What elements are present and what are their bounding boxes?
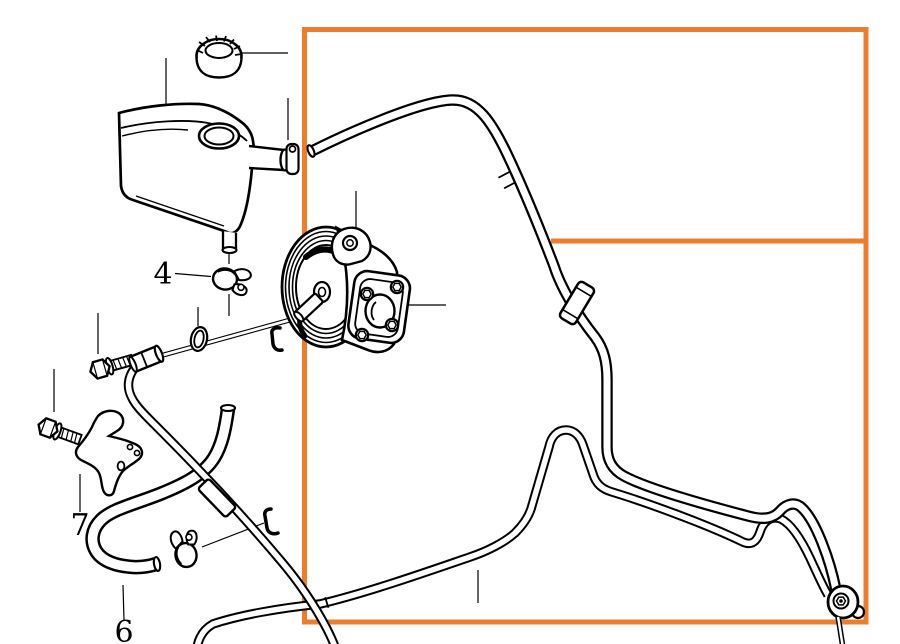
reservoir-seam-line-2 (121, 128, 189, 137)
reservoir-bottom-nipple (221, 231, 238, 255)
steering-pump (280, 225, 412, 354)
reservoir-bottom-line (135, 195, 225, 227)
return-hose (85, 403, 237, 575)
reservoir (117, 102, 300, 316)
hose-end-top (219, 403, 237, 413)
cap-top-face (204, 42, 234, 59)
hose-joint-ring (498, 170, 516, 190)
banjo-pipe (123, 344, 339, 644)
bracket-bolt (34, 415, 85, 449)
reservoir-cap (195, 35, 243, 79)
hose-clamp (168, 526, 203, 571)
clip-mark-lower (263, 507, 280, 536)
clip-marks (263, 326, 284, 536)
callout-6: 6 (114, 615, 133, 644)
pump-flange-bolts (354, 279, 405, 343)
mounting-bracket (74, 409, 144, 497)
filler-neck-inner (203, 126, 235, 146)
reservoir-outlet-clamp (210, 263, 253, 298)
pipe-union-sleeve (197, 478, 237, 518)
hose-open-end (306, 144, 316, 158)
cap-knurling (196, 35, 242, 56)
bottom-pressure-pipe (192, 425, 833, 644)
port-hose-clamp (285, 142, 300, 176)
clip-mark-upper (270, 326, 284, 352)
banjo-fitting (128, 344, 165, 373)
pipe-end-fitting (826, 584, 866, 644)
callout-7: 7 (70, 508, 89, 543)
pump-shaft-stub (293, 292, 324, 323)
pump-ear-bracket (330, 226, 372, 266)
o-ring (189, 326, 209, 352)
callout-labels: 4 7 6 (70, 257, 172, 644)
hose-coupling (558, 280, 596, 326)
hose-end-side (152, 556, 162, 572)
callout-4: 4 (153, 257, 172, 292)
fitting-stem-inner (836, 616, 844, 644)
leader-callout-6 (122, 584, 125, 621)
reservoir-side-port (248, 142, 300, 176)
pressure-hose-assembly (306, 94, 842, 592)
leader-callout-4 (174, 272, 212, 278)
leader-lines (53, 52, 479, 621)
